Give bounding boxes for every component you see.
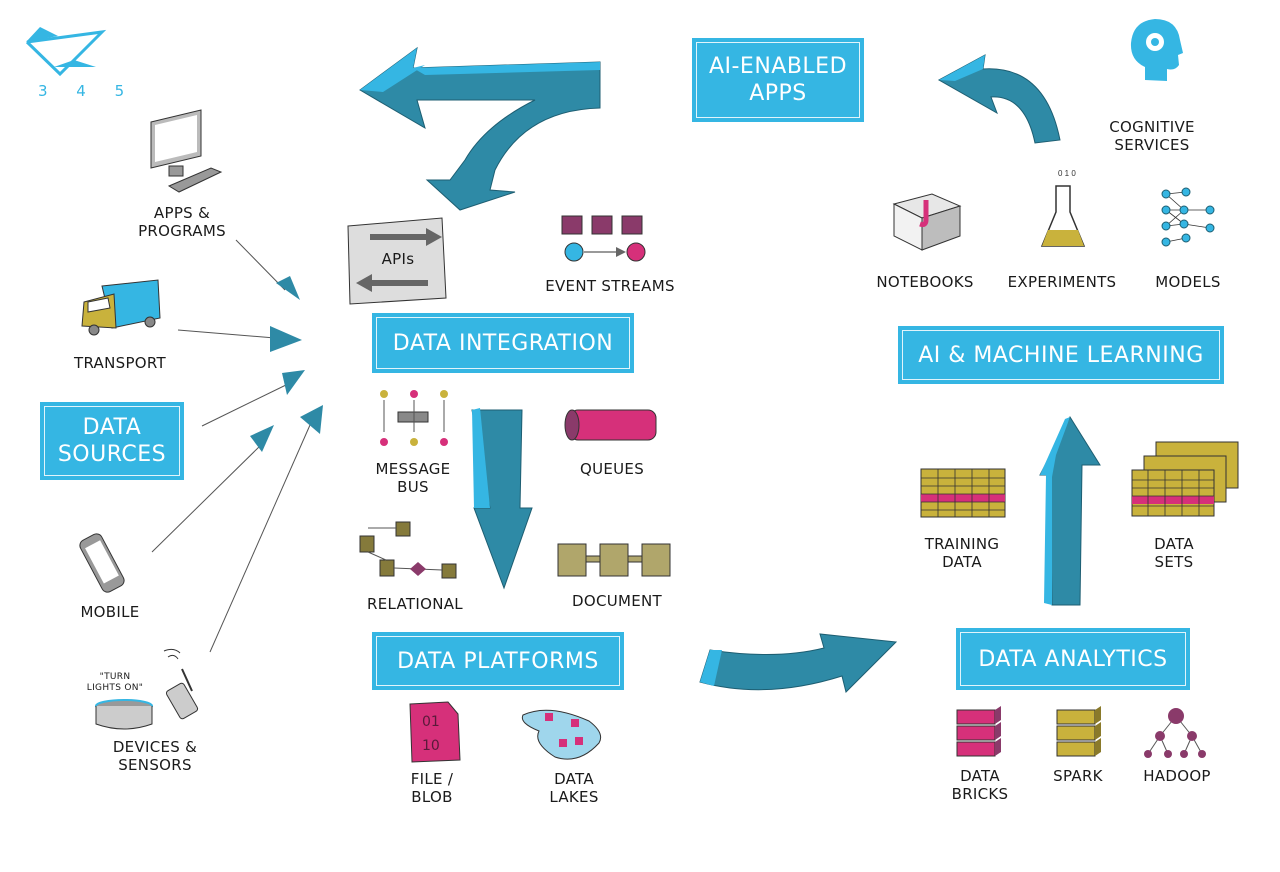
truck-icon <box>81 279 161 336</box>
split-arrow-icon <box>359 46 601 211</box>
flip-phone-sensor-icon <box>163 648 199 720</box>
spark-stack-icon <box>1056 706 1101 757</box>
down-arrow-icon <box>471 408 533 590</box>
api-arrows-icon <box>347 217 447 305</box>
queue-pipe-icon <box>564 409 657 441</box>
up-arrow-icon <box>1039 415 1101 606</box>
label-queues: QUEUES <box>579 460 645 478</box>
hadoop-tree-icon <box>1144 708 1206 758</box>
arrowhead-apps <box>276 276 300 300</box>
banner-data-sources: DATA SOURCES <box>40 402 184 480</box>
mobile-phone-icon <box>79 533 125 593</box>
banner-data-platforms: DATA PLATFORMS <box>372 632 624 690</box>
svg-text:10: 10 <box>422 738 440 754</box>
databricks-stack-icon <box>956 706 1001 757</box>
label-notebooks: NOTEBOOKS <box>876 273 974 291</box>
brain-gear-head-icon <box>1130 19 1183 81</box>
label-apps-programs: APPS & PROGRAMS <box>138 204 226 240</box>
label-data-lakes: DATA LAKES <box>549 770 599 806</box>
label-spark: SPARK <box>1053 767 1103 785</box>
label-transport: TRANSPORT <box>73 354 167 372</box>
svg-text:0 1 0: 0 1 0 <box>1058 169 1076 178</box>
label-training-data: TRAINING DATA <box>924 535 1000 571</box>
label-experiments: EXPERIMENTS <box>1007 273 1117 291</box>
banner-data-analytics: DATA ANALYTICS <box>956 628 1190 690</box>
label-apis: APIs <box>381 250 415 268</box>
event-streams-icon <box>561 215 646 262</box>
label-document: DOCUMENT <box>571 592 663 610</box>
training-data-grid-icon <box>920 468 1006 518</box>
label-relational: RELATIONAL <box>367 595 463 613</box>
data-sets-grid-icon <box>1131 441 1239 517</box>
svg-text:01: 01 <box>422 714 440 730</box>
label-models: MODELS <box>1155 273 1221 291</box>
file-blob-icon: 01 10 <box>409 701 461 763</box>
curved-arrow-icon <box>937 54 1061 144</box>
label-file-blob: FILE / BLOB <box>410 770 454 806</box>
banner-ai-enabled-apps: AI-ENABLED APPS <box>692 38 864 122</box>
arrowhead-devices <box>300 405 323 434</box>
label-event-streams: EVENT STREAMS <box>545 277 675 295</box>
desktop-computer-icon <box>150 109 223 193</box>
logo-text: 3 4 5 <box>38 82 137 100</box>
neural-network-icon <box>1161 187 1215 247</box>
label-data-sets: DATA SETS <box>1154 535 1194 571</box>
label-hadoop: HADOOP <box>1143 767 1211 785</box>
label-mobile: MOBILE <box>80 603 140 621</box>
banner-ai-machine-learning: AI & MACHINE LEARNING <box>898 326 1224 384</box>
curved-right-arrow-icon <box>699 633 898 693</box>
label-message-bus: MESSAGE BUS <box>375 460 451 496</box>
banner-data-integration: DATA INTEGRATION <box>372 313 634 373</box>
345-logo-icon <box>25 27 107 77</box>
data-lake-icon <box>521 709 602 760</box>
message-bus-icon <box>380 390 448 446</box>
notebook-box-icon <box>892 193 962 251</box>
label-cognitive-services: COGNITIVE SERVICES <box>1109 118 1195 154</box>
smart-speaker-icon <box>95 699 153 730</box>
arrowhead-mobile <box>250 425 274 452</box>
arrowhead-transport <box>270 326 302 352</box>
label-devices-sensors: DEVICES & SENSORS <box>112 738 198 774</box>
speech-turn-lights-on: "TURN LIGHTS ON" <box>86 672 144 693</box>
label-databricks: DATA BRICKS <box>951 767 1009 803</box>
flask-icon: 0 1 0 <box>1040 169 1086 247</box>
document-db-icon <box>557 543 671 577</box>
arrowhead-sources <box>282 370 305 395</box>
relational-db-icon <box>359 521 457 579</box>
